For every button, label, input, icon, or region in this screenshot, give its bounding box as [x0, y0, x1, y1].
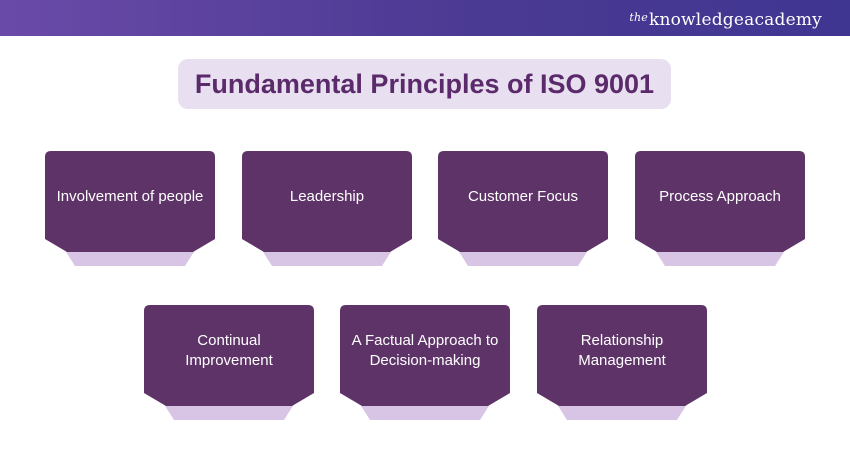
- principle-label: Continual Improvement: [185, 332, 273, 369]
- principle-card-shape: [45, 151, 215, 266]
- principle-card-shape: [438, 151, 608, 266]
- principle-label: Process Approach: [659, 188, 781, 205]
- principle-card-shape: [242, 151, 412, 266]
- header-bar: theknowledgeacademy: [0, 0, 850, 36]
- principle-label: A Factual Approach to Decision-making: [351, 332, 499, 369]
- principle-card-3: Customer Focus: [438, 151, 608, 267]
- principle-label: Customer Focus: [467, 188, 579, 205]
- brand-logo: theknowledgeacademy: [629, 8, 822, 30]
- title-banner: Fundamental Principles of ISO 9001: [178, 59, 671, 109]
- principle-card-1: Involvement of people: [45, 151, 215, 267]
- principle-card-7: Relationship Management: [537, 305, 707, 421]
- principle-card-shape: [537, 305, 707, 420]
- principle-card-shape: [340, 305, 510, 420]
- principle-card-6: A Factual Approach to Decision-making: [340, 305, 510, 421]
- principle-card-4: Process Approach: [635, 151, 805, 267]
- principle-card-2: Leadership: [242, 151, 412, 267]
- principle-label: Relationship Management: [578, 332, 666, 369]
- brand-prefix: the: [629, 11, 648, 24]
- principle-label: Involvement of people: [56, 188, 204, 205]
- principle-card-5: Continual Improvement: [144, 305, 314, 421]
- principle-card-shape: [635, 151, 805, 266]
- principle-card-shape: [144, 305, 314, 420]
- principle-label: Leadership: [289, 188, 365, 205]
- diagram-title: Fundamental Principles of ISO 9001: [194, 68, 655, 99]
- brand-name: knowledgeacademy: [648, 10, 822, 30]
